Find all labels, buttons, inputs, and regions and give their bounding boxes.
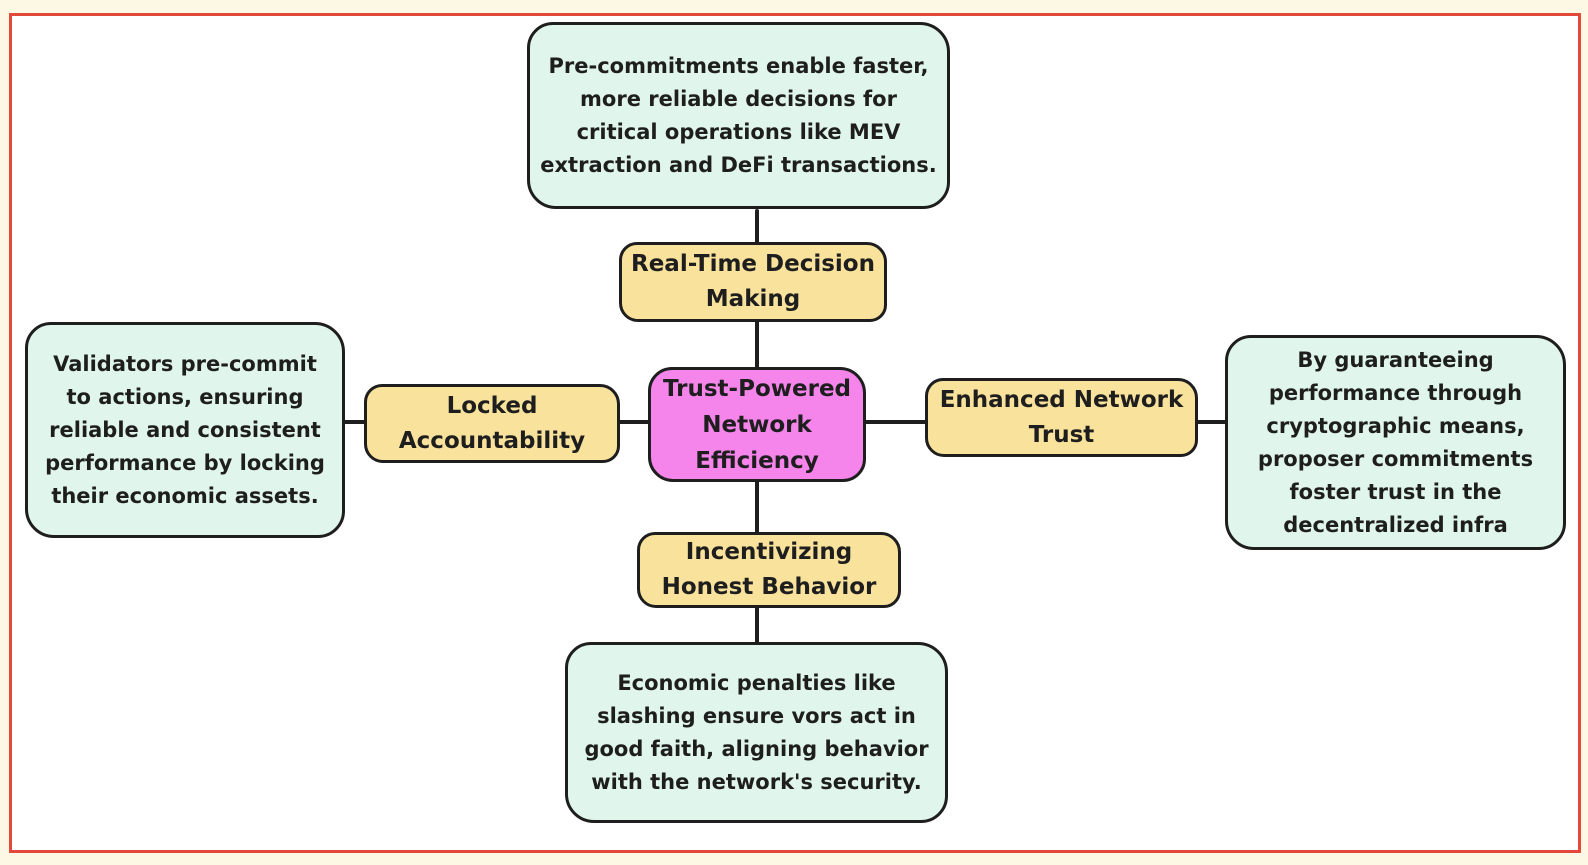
connector-left-desc-to-left-node (342, 420, 367, 424)
connector-center-to-right-node (863, 420, 928, 424)
description-enhanced-network-trust: By guaranteeing performance through cryp… (1225, 335, 1566, 550)
connector-right-node-to-right-desc (1196, 420, 1228, 424)
description-real-time-decision-making: Pre-commitments enable faster, more reli… (527, 22, 950, 209)
description-locked-accountability: Validators pre-commit to actions, ensuri… (25, 322, 345, 538)
node-trust-powered-network-efficiency: Trust-Powered Network Efficiency (648, 367, 866, 482)
node-incentivizing-honest-behavior: Incentivizing Honest Behavior (637, 532, 901, 608)
connector-bottom-node-to-bottom-desc (755, 606, 759, 644)
connector-center-to-bottom-node (755, 480, 759, 534)
connector-top-desc-to-top-node (755, 209, 759, 245)
node-real-time-decision-making: Real-Time Decision Making (619, 242, 887, 322)
connector-left-node-to-center (618, 420, 651, 424)
description-incentivizing-honest-behavior: Economic penalties like slashing ensure … (565, 642, 948, 823)
node-enhanced-network-trust: Enhanced Network Trust (925, 378, 1198, 457)
connector-top-node-to-center (755, 320, 759, 369)
node-locked-accountability: Locked Accountability (364, 384, 620, 463)
